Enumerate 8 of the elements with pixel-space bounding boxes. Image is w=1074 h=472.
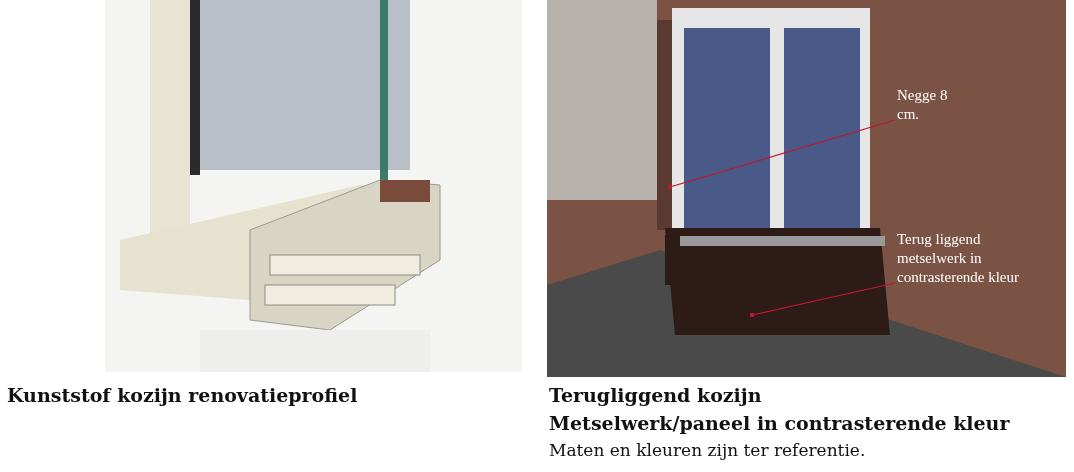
caption: Kunststof kozijn renovatieprofiel xyxy=(7,384,358,406)
leader-line xyxy=(667,119,896,190)
note-text: Maten en kleuren zijn ter referentie. xyxy=(549,440,866,460)
caption: Terugliggend kozijn xyxy=(549,384,762,406)
callout-text: Negge 8 cm. xyxy=(897,86,952,124)
caption: Metselwerk/paneel in contrasterende kleur xyxy=(549,412,1010,434)
leader-line xyxy=(749,282,896,318)
callout-text: Terug liggend metselwerk in contrasterende kleur xyxy=(897,230,1022,287)
